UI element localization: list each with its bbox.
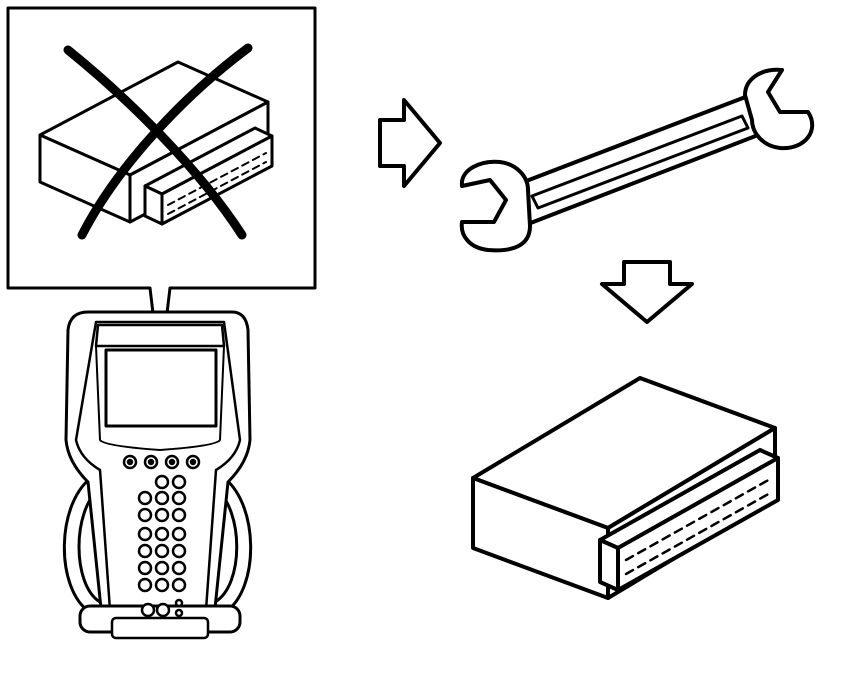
- open-end-wrench-icon: [459, 67, 815, 253]
- left-grip: [62, 473, 97, 614]
- down-arrow-icon: [600, 260, 694, 324]
- cross-mark: [63, 43, 253, 240]
- function-keys: [122, 454, 201, 470]
- right-grip: [218, 473, 253, 614]
- keypad: [137, 474, 187, 618]
- scan-tool-screen: [104, 348, 218, 428]
- right-arrow-icon: [378, 98, 442, 188]
- control-module-icon: [471, 376, 780, 600]
- crossed-out-control-module-icon: [6, 6, 317, 374]
- handheld-scan-tool-icon: [62, 310, 253, 640]
